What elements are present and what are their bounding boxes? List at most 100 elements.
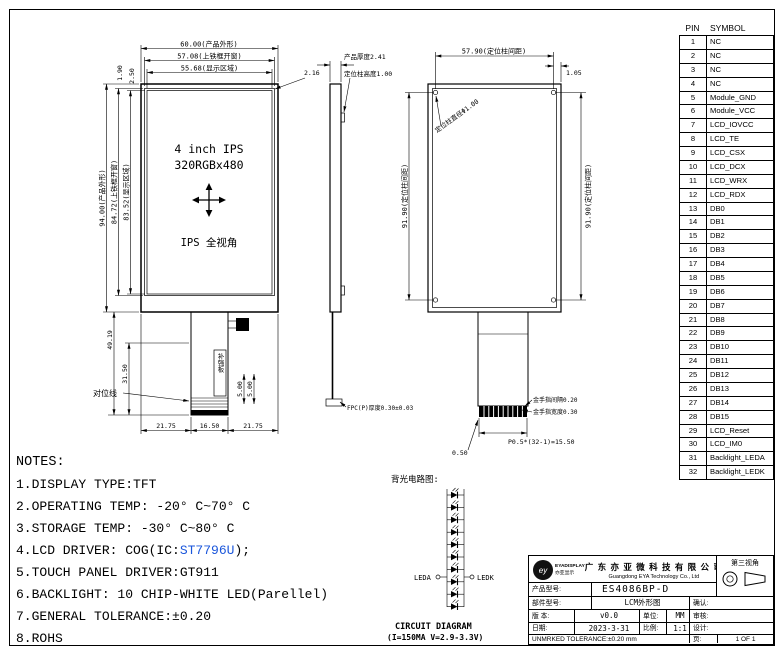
pin-number: 31 [680, 452, 707, 466]
pin-number: 26 [680, 382, 707, 396]
led-symbol [447, 574, 464, 586]
side-view-dimensions: 产品厚度2.41 定位柱高度1.00 FPC(P)厚度0.30±0.03 [317, 52, 414, 412]
pin-symbol: DB0 [710, 203, 725, 213]
dim-bottom-mid: 16.50 [200, 422, 220, 430]
logo-name: EYADISPLAY [555, 564, 585, 569]
note-line: 5.TOUCH PANEL DRIVER:GT911 [16, 565, 219, 580]
pin-number: 17 [680, 258, 707, 271]
date-value: 2023-3-31 [574, 622, 639, 634]
logo-glyph: ey [538, 565, 548, 575]
pin-number: 25 [680, 369, 707, 382]
pin-number: 14 [680, 216, 707, 230]
note-line: 1.DISPLAY TYPE:TFT [16, 477, 157, 492]
dim-side-offset-active: 2.16 [304, 69, 320, 77]
led-symbol [447, 562, 464, 573]
pin-symbol: LCD_Reset [710, 425, 750, 435]
pin-symbol: Backlight_LEDA [710, 453, 765, 463]
pin-symbol: Module_VCC [710, 106, 756, 116]
dim-thickness: 产品厚度2.41 [344, 52, 386, 61]
pin-number: 8 [680, 133, 707, 146]
pin-number: 1 [680, 36, 707, 49]
pin-symbol: LCD_RDX [710, 189, 746, 199]
positioning-post [432, 297, 439, 303]
dim-top-offset-bezel: 1.90 [116, 65, 124, 81]
led-symbol [447, 500, 464, 511]
pin-number: 28 [680, 410, 707, 424]
pin-symbol: Module_GND [710, 92, 757, 102]
note-line: 6.BACKLIGHT: 10 CHIP-WHITE LED(Parellel) [16, 587, 329, 602]
version-label: 版 本: [529, 609, 574, 622]
back-view [427, 83, 562, 417]
dim-finger-pitch: P0.5*(32-1)=15.50 [508, 438, 575, 446]
pin-number: 6 [680, 105, 707, 119]
positioning-post [550, 89, 557, 96]
tolerance-note: UNMRKED TOLERANCE:±0.20 mm [529, 634, 689, 643]
pin-number: 21 [680, 313, 707, 327]
notes-title: NOTES: [16, 455, 65, 470]
pin-symbol: LCD_WRX [710, 175, 748, 185]
pin-symbol: NC [710, 78, 721, 88]
pin-symbol: LCD_TE [710, 134, 740, 144]
pin-symbol: DB3 [710, 245, 725, 255]
dim-post-span-width: 57.90(定位柱间距) [462, 47, 527, 56]
dim-edge-offset: 1.05 [566, 69, 582, 77]
pin-symbol: LCD_IOVCC [710, 120, 754, 130]
version-value: v0.0 [574, 609, 639, 622]
pin-number: 16 [680, 244, 707, 257]
pin-symbol: LCD_CSX [710, 148, 746, 157]
part-model-label: 部件型号: [529, 596, 591, 609]
pin-symbol: DB8 [710, 314, 725, 324]
logo-subname: 亦亚显示 [555, 571, 575, 576]
pin-number: 2 [680, 49, 707, 63]
pin-symbol: DB4 [710, 259, 725, 268]
side-view [325, 83, 345, 407]
pin-symbol: DB10 [710, 342, 729, 352]
pin-number: 15 [680, 230, 707, 244]
front-view: 4 inch IPS 320RGBx480 IPS 全视角 补强板 [140, 83, 279, 416]
projection-angle-label: 第三视角 [731, 560, 759, 567]
panel-ips-label: IPS 全视角 [181, 236, 238, 249]
pin-number: 4 [680, 77, 707, 91]
dim-finger-gap: 金手指间隔0.20 [533, 396, 578, 404]
page-value: 1 OF 1 [717, 634, 773, 643]
led-symbol [447, 524, 464, 536]
design-label: 设计: [689, 622, 773, 634]
pin-table-header: PIN SYMBOL [679, 22, 774, 35]
dim-bottom-right: 21.75 [243, 422, 263, 430]
pin-number: 19 [680, 285, 707, 299]
led-symbol [447, 487, 464, 499]
note-line: 3.STORAGE TEMP: -30° C~80° C [16, 521, 235, 536]
led-symbol [447, 512, 464, 524]
dim-finger-width: 金手指宽度0.30 [533, 408, 578, 416]
scale-value: 1:1 [666, 622, 689, 634]
pin-col-header: PIN [685, 23, 700, 33]
pin-symbol: LCD_DCX [710, 161, 746, 171]
pin-symbol: NC [710, 37, 721, 46]
pin-symbol: DB9 [710, 328, 725, 338]
confirm-label: 确认: [689, 596, 773, 609]
company-logo: ey [533, 560, 553, 580]
pin-number: 18 [680, 271, 707, 285]
date-label: 日期: [529, 622, 574, 634]
pin-number: 22 [680, 327, 707, 341]
dim-fpc-thickness: FPC(P)厚度0.30±0.03 [347, 404, 414, 412]
